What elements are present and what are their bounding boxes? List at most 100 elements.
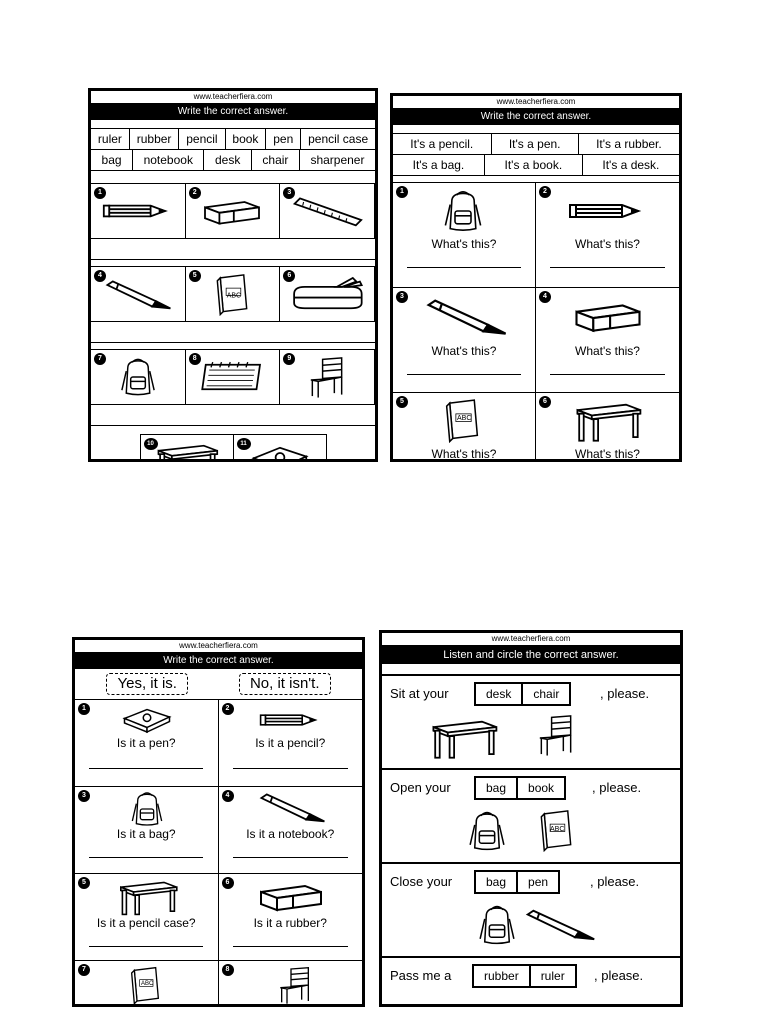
question-cell: 3 Is it a bag? — [75, 787, 219, 874]
bag-icon — [116, 355, 160, 399]
sentence-start: Open your — [390, 780, 451, 795]
sentence-item: Close your bag pen , please. — [382, 864, 680, 958]
picture-cell: 6 — [280, 267, 375, 342]
picture-row: 10 11 — [91, 434, 375, 462]
no-answer-option: No, it isn't. — [238, 673, 331, 695]
sentence-bank-item: It's a desk. — [602, 158, 660, 172]
item-number: 2 — [221, 703, 234, 715]
question-cell: 7 ABC — [75, 961, 219, 1004]
answer-line[interactable] — [407, 267, 521, 268]
answer-line[interactable] — [550, 267, 665, 268]
sharpener-icon — [245, 442, 315, 462]
sharpener-icon — [117, 704, 177, 736]
word-bank-item: ruler — [91, 129, 130, 149]
item-number: 4 — [221, 790, 234, 802]
item-number: 2 — [539, 186, 551, 198]
book-cover-label: ABC — [226, 292, 242, 300]
answer-choice[interactable]: desk — [476, 684, 524, 704]
word-bank-item: notebook — [133, 150, 205, 170]
answer-line[interactable] — [407, 374, 521, 375]
answer-box[interactable] — [91, 404, 186, 425]
yes-answer-option: Yes, it is. — [106, 673, 188, 695]
answer-box[interactable] — [185, 321, 281, 342]
answer-box[interactable] — [280, 321, 375, 342]
sentence-bank-item: It's a bag. — [393, 155, 485, 175]
worksheet-whats-this: www.teacherfiera.com Write the correct a… — [390, 93, 682, 462]
answer-box[interactable] — [185, 404, 281, 425]
answer-choice[interactable]: ruler — [540, 969, 565, 983]
item-number: 5 — [78, 877, 90, 889]
worksheet-title: Write the correct answer. — [75, 653, 362, 669]
pencil-icon — [102, 193, 174, 229]
item-number: 3 — [283, 187, 296, 199]
item-number: 10 — [143, 438, 158, 450]
item-number: 4 — [539, 291, 551, 303]
word-bank-item: pencil — [179, 129, 226, 149]
item-number: 5 — [188, 270, 201, 282]
answer-choice[interactable]: bag — [476, 778, 519, 798]
item-number: 9 — [283, 353, 296, 365]
answer-choice[interactable]: book — [528, 781, 555, 795]
item-number: 6 — [539, 396, 551, 408]
question-cell: 6 What's this? — [536, 393, 679, 459]
sentence-item: Sit at your desk chair , please. — [382, 676, 680, 770]
answer-box[interactable] — [91, 238, 186, 259]
question-text: Is it a pen? — [116, 736, 176, 750]
question-cell: 4 What's this? — [536, 288, 679, 393]
chair-icon — [275, 965, 315, 1005]
answer-choice[interactable]: pen — [528, 875, 549, 889]
item-number: 6 — [221, 877, 234, 889]
sentence-start: Close your — [390, 874, 453, 889]
notebook-icon — [197, 359, 267, 395]
chair-icon — [305, 355, 349, 399]
question-text: What's this? — [431, 344, 497, 358]
answer-choice[interactable]: chair — [533, 687, 560, 701]
item-number: 2 — [188, 187, 201, 199]
item-number: 3 — [396, 291, 408, 303]
question-cell: 5 ABC What's this? — [393, 393, 536, 461]
item-number: 1 — [396, 186, 408, 198]
answer-line[interactable] — [550, 374, 665, 375]
item-number: 4 — [94, 270, 106, 282]
item-number: 1 — [94, 187, 106, 199]
item-number: 7 — [94, 353, 106, 365]
picture-cell: 7 — [91, 350, 186, 425]
item-number: 8 — [188, 353, 201, 365]
worksheet-title: Write the correct answer. — [393, 109, 679, 125]
answer-box[interactable] — [185, 238, 281, 259]
answer-box[interactable] — [280, 404, 375, 425]
book-cover-label: ABC — [457, 415, 472, 422]
rubber-icon — [249, 876, 333, 916]
question-text: What's this? — [431, 447, 497, 461]
answer-choice[interactable]: rubber — [474, 966, 531, 986]
answer-line[interactable] — [89, 857, 204, 858]
bag-icon — [127, 789, 167, 829]
picture-cell: 11 — [233, 434, 327, 462]
question-text: What's this? — [431, 237, 497, 251]
answer-choice[interactable]: bag — [476, 872, 519, 892]
word-bank-item: rubber — [130, 129, 180, 149]
pencil-case-icon — [287, 276, 367, 312]
picture-row: 1 2 3 — [91, 184, 375, 260]
answer-line[interactable] — [232, 857, 348, 858]
answer-box[interactable] — [91, 321, 186, 342]
answer-box[interactable] — [280, 238, 375, 259]
question-cell: 6 Is it a rubber? — [218, 874, 362, 961]
site-url: www.teacherfiera.com — [91, 91, 375, 104]
item-number: 8 — [221, 964, 234, 976]
answer-line[interactable] — [89, 768, 204, 769]
bag-icon — [439, 187, 487, 235]
item-number: 3 — [78, 790, 90, 802]
answer-choices: bag book — [474, 776, 567, 800]
sentence-end: , please. — [600, 686, 650, 701]
word-bank-item: sharpener — [310, 153, 365, 167]
answer-line[interactable] — [232, 768, 348, 769]
answer-line[interactable] — [89, 946, 204, 947]
desk-icon — [152, 439, 222, 462]
word-bank-item: pen — [266, 129, 302, 149]
question-cell: 5 Is it a pencil case? — [75, 874, 219, 961]
answer-line[interactable] — [232, 946, 348, 947]
site-url: www.teacherfiera.com — [382, 633, 680, 646]
